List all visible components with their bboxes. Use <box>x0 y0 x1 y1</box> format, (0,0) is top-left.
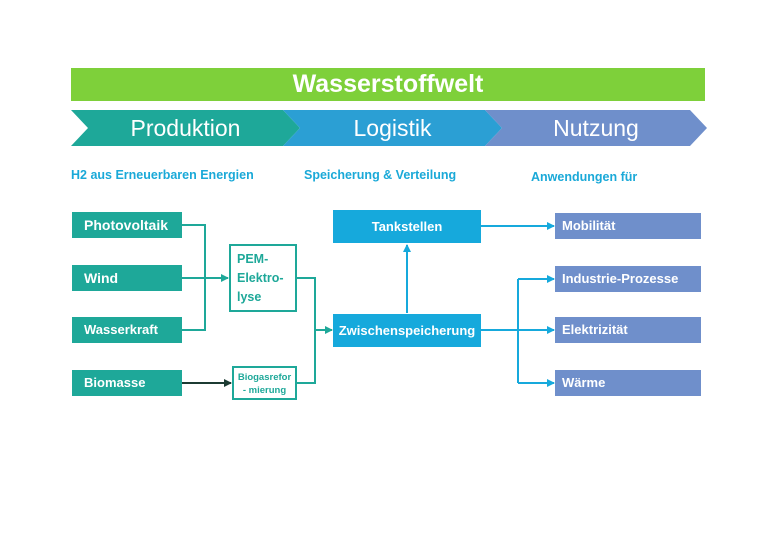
section-production: H2 aus Erneuerbaren Energien <box>71 168 254 182</box>
source-photovoltaik: Photovoltaik <box>72 212 182 238</box>
diagram-title: Wasserstoffwelt <box>71 68 705 101</box>
use-elektrizitaet: Elektrizität <box>555 317 701 343</box>
line-pem-storage <box>297 277 316 384</box>
phase-label-logistik: Logistik <box>353 115 432 141</box>
use-waerme: Wärme <box>555 370 701 396</box>
phase-chevron-produktion <box>71 110 300 146</box>
use-mobilitaet: Mobilität <box>555 213 701 239</box>
source-wasserkraft: Wasserkraft <box>72 317 182 343</box>
process-pem-elektrolyse: PEM- Elektro- lyse <box>229 244 297 312</box>
phase-chevron-bar <box>71 110 707 146</box>
phase-chevron-logistik <box>283 110 502 146</box>
source-wind: Wind <box>72 265 182 291</box>
use-industrie-prozesse: Industrie-Prozesse <box>555 266 701 292</box>
phase-label-nutzung: Nutzung <box>553 115 639 141</box>
phase-chevron-nutzung <box>485 110 707 146</box>
section-logistics: Speicherung & Verteilung <box>304 168 457 182</box>
node-zwischenspeicherung: Zwischenspeicherung <box>333 314 481 347</box>
node-tankstellen: Tankstellen <box>333 210 481 243</box>
section-usage: Anwendungen für <box>531 170 638 184</box>
phase-label-produktion: Produktion <box>130 115 241 141</box>
source-biomasse: Biomasse <box>72 370 182 396</box>
process-biogasreformierung: Biogasrefor - mierung <box>232 366 297 400</box>
